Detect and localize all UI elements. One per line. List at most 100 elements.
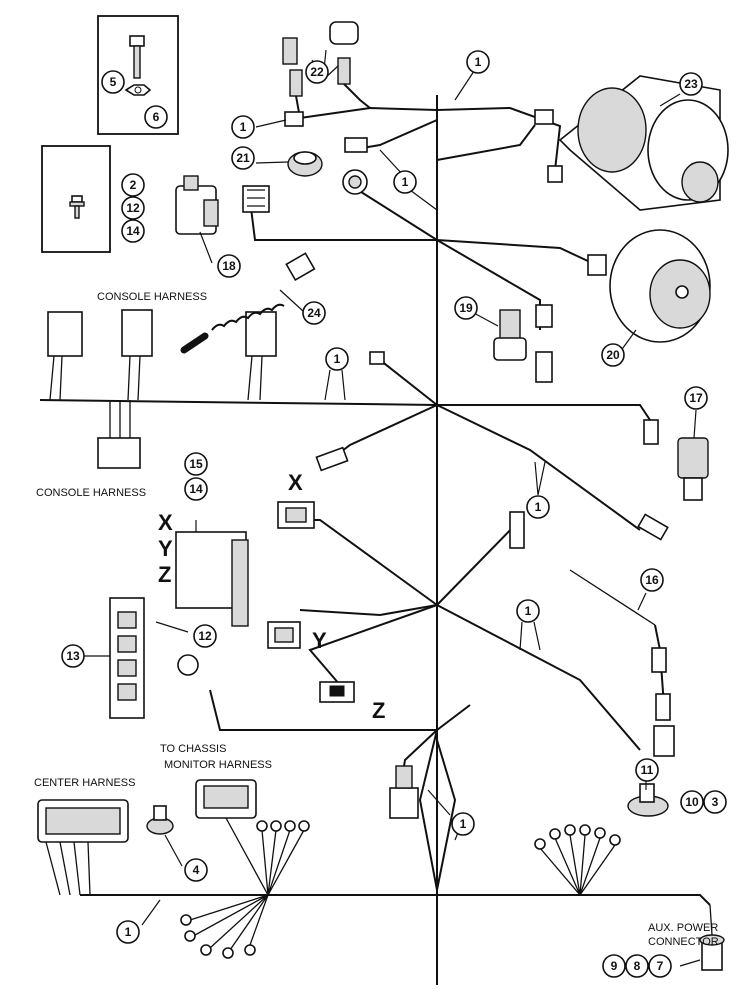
callout-4: 4	[184, 858, 208, 882]
callout-1-mid-top: 1	[393, 170, 417, 194]
monitor-harness-label: MONITOR HARNESS	[164, 759, 272, 771]
switch-16-connectors	[651, 647, 675, 757]
svg-text:11: 11	[641, 763, 654, 777]
center-harness-connector	[37, 799, 129, 896]
svg-text:23: 23	[684, 77, 698, 91]
x-connector	[277, 501, 315, 529]
round-plug-left	[177, 654, 199, 676]
svg-text:16: 16	[645, 573, 659, 587]
temp-switch-11	[627, 783, 669, 817]
svg-text:18: 18	[222, 259, 236, 273]
svg-text:1: 1	[240, 120, 247, 134]
svg-text:22: 22	[310, 65, 324, 79]
callout-6: 6	[144, 105, 168, 129]
svg-text:9: 9	[611, 959, 618, 973]
svg-text:1: 1	[525, 604, 532, 618]
callout-12-pin: 12	[193, 624, 217, 648]
callout-18: 18	[217, 254, 241, 278]
svg-text:14: 14	[126, 224, 140, 238]
console-harness-label-bottom: CONSOLE HARNESS	[36, 487, 146, 499]
svg-text:12: 12	[198, 629, 212, 643]
letter-y-module: Y	[158, 536, 173, 561]
svg-text:3: 3	[712, 795, 719, 809]
relay-lower	[389, 765, 419, 819]
y-connector	[267, 621, 301, 649]
callout-1-center: 1	[451, 812, 475, 836]
callout-5: 5	[101, 70, 125, 94]
svg-text:1: 1	[125, 925, 132, 939]
callout-19: 19	[454, 296, 478, 320]
letter-y-connector: Y	[312, 628, 327, 653]
callout-16: 16	[640, 568, 664, 592]
letter-x-connector: X	[288, 470, 303, 495]
svg-text:2: 2	[130, 178, 137, 192]
callout-1-left-top: 1	[231, 115, 255, 139]
svg-text:1: 1	[402, 175, 409, 189]
aux-power-connector	[699, 904, 725, 971]
callout-24: 24	[302, 301, 326, 325]
ring-terminals	[180, 820, 621, 959]
svg-text:20: 20	[606, 348, 620, 362]
callout-15: 15	[184, 452, 208, 476]
callout-17: 17	[684, 386, 708, 410]
aux-power-label: AUX. POWER	[648, 922, 718, 934]
svg-text:13: 13	[66, 649, 80, 663]
callout-20: 20	[601, 343, 625, 367]
letter-z-module: Z	[158, 562, 171, 587]
callout-1-top: 1	[466, 50, 490, 74]
svg-text:14: 14	[189, 482, 203, 496]
console-harness-label-top: CONSOLE HARNESS	[97, 291, 207, 303]
svg-text:10: 10	[685, 795, 699, 809]
svg-text:6: 6	[153, 110, 160, 124]
fuse-block-13	[109, 597, 145, 719]
svg-text:17: 17	[689, 391, 703, 405]
cigar-lighter-17	[677, 437, 709, 501]
round-connector	[342, 169, 368, 195]
switch-22-assembly	[282, 21, 371, 127]
control-module	[175, 531, 249, 627]
callout-1-right-mid: 1	[526, 495, 550, 519]
callout-11: 11	[635, 758, 659, 782]
callout-10: 10	[680, 790, 704, 814]
svg-text:15: 15	[189, 457, 203, 471]
z-connector	[319, 681, 355, 703]
sensor-4	[146, 805, 174, 835]
callout-1-right-low: 1	[516, 599, 540, 623]
callout-23: 23	[679, 72, 703, 96]
letter-z-connector: Z	[372, 698, 385, 723]
block-connector-left	[242, 185, 270, 213]
callout-22: 22	[305, 60, 329, 84]
plug-end-right	[637, 513, 669, 541]
callout-13: 13	[61, 644, 85, 668]
console-connectors	[47, 309, 277, 469]
callout-8: 8	[625, 954, 649, 978]
svg-text:12: 12	[126, 201, 140, 215]
to-chassis-label: TO CHASSIS	[160, 743, 226, 755]
callout-7: 7	[648, 954, 672, 978]
coiled-cord-24	[180, 252, 316, 354]
callout-14-box: 14	[121, 219, 145, 243]
monitor-harness-connector	[195, 779, 269, 896]
pin-12	[155, 621, 189, 633]
svg-text:1: 1	[535, 500, 542, 514]
svg-text:5: 5	[110, 75, 117, 89]
blower-motor-20	[587, 229, 711, 343]
pressure-switch-19	[493, 304, 553, 383]
callout-12-box: 12	[121, 196, 145, 220]
callout-2: 2	[121, 173, 145, 197]
screw-inset-box	[41, 145, 111, 253]
svg-text:24: 24	[307, 306, 321, 320]
callout-3: 3	[703, 790, 727, 814]
letter-x-module: X	[158, 510, 173, 535]
svg-text:7: 7	[657, 959, 664, 973]
connector-label: CONNECTOR	[648, 936, 719, 948]
blower-motor-23	[558, 75, 729, 211]
connector-top-cluster	[344, 109, 563, 183]
svg-text:1: 1	[334, 352, 341, 366]
small-connectors-mid	[315, 351, 659, 549]
valve-18	[175, 175, 219, 235]
callout-21: 21	[231, 146, 255, 170]
callout-14-module: 14	[184, 477, 208, 501]
